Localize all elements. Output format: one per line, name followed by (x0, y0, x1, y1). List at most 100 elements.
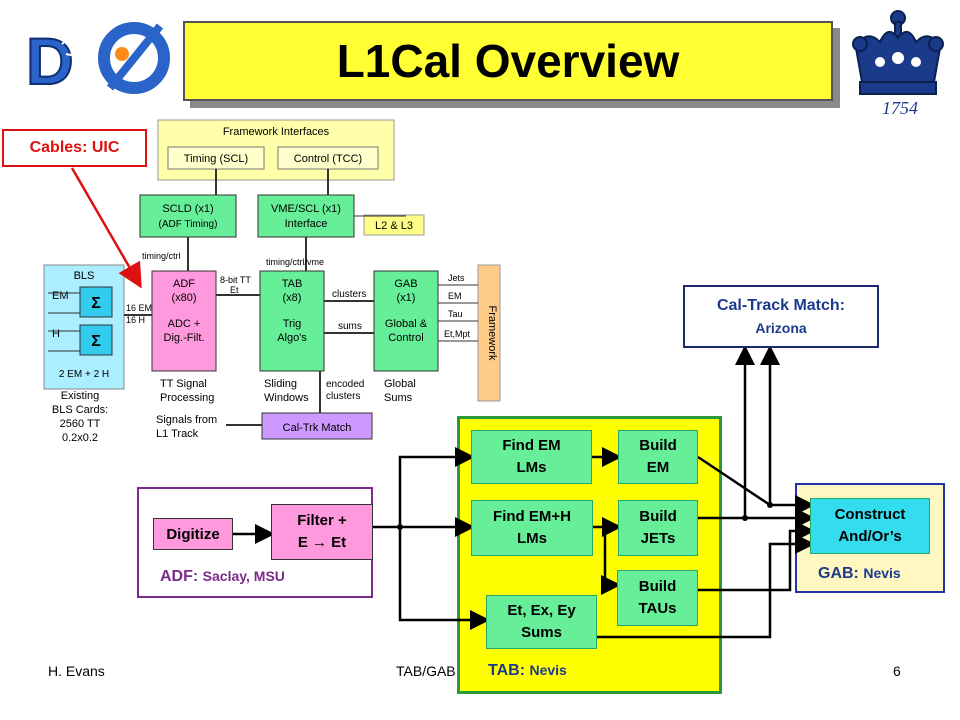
ov-tab-3: Trig (283, 318, 302, 330)
sums-block: Et, Ex, Ey Sums (486, 595, 597, 649)
build-taus-block: Build TAUs (617, 570, 698, 626)
build-em-line2: EM (646, 459, 670, 476)
build-jets-line2: JETs (640, 530, 676, 547)
ov-existing-3: 2560 TT (60, 418, 101, 430)
d0-logo: D (22, 14, 172, 100)
ov-eight-bit-2: Et (230, 285, 239, 295)
footer-author: H. Evans (48, 663, 105, 679)
svg-text:1754: 1754 (882, 98, 918, 118)
ov-output-etmpt: Et,Mpt (444, 329, 471, 339)
build-jets-block: Build JETs (618, 500, 698, 556)
footer-page: 6 (893, 663, 901, 679)
cal-track-title: Cal-Track Match: (716, 296, 846, 314)
ov-sliding-2: Windows (264, 392, 309, 404)
ov-adf-4: Dig.-Filt. (164, 332, 205, 344)
build-taus-line2: TAUs (638, 600, 677, 617)
filter-block: Filter + E → Et (271, 504, 373, 560)
ov-global-sums-1: Global (384, 378, 416, 390)
sums-line1: Et, Ex, Ey (507, 602, 576, 619)
ov-adf-2: (x80) (171, 292, 196, 304)
cables-callout-name: Cables: (29, 139, 88, 156)
find-emh-line1: Find EM+H (493, 508, 571, 525)
ov-existing-1: Existing (61, 390, 100, 402)
construct-line1: Construct (834, 506, 906, 523)
cal-track-callout: Cal-Track Match: Arizona (683, 285, 879, 348)
build-jets-line1: Build (639, 508, 677, 525)
cables-callout-org: UIC (91, 139, 120, 156)
ov-clusters: clusters (332, 289, 366, 300)
svg-text:D: D (26, 24, 74, 98)
ov-gab-4: Control (388, 332, 423, 344)
ov-timing: Timing (SCL) (184, 153, 248, 165)
tab-group-org: Nevis (529, 662, 567, 678)
gab-group-org: Nevis (863, 565, 901, 581)
footer-center: TAB/GAB (396, 663, 456, 679)
cal-track-org: Arizona (755, 319, 807, 336)
find-emh-block: Find EM+H LMs (471, 500, 593, 556)
adf-group-label: ADF: Saclay, MSU (160, 568, 285, 586)
find-em-block: Find EM LMs (471, 430, 592, 484)
build-em-line1: Build (639, 437, 677, 454)
find-em-line2: LMs (516, 459, 547, 476)
ov-existing-2: BLS Cards: (52, 404, 108, 416)
ov-output-tau: Tau (448, 309, 463, 319)
ov-tab-4: Algo's (277, 332, 307, 344)
tab-group-label: TAB: Nevis (488, 662, 567, 680)
ov-vme-2: Interface (285, 218, 328, 230)
ov-adf-1: ADF (173, 278, 195, 290)
ov-tt-signal-1: TT Signal (160, 378, 207, 390)
columbia-crown-logo: 1754 (846, 8, 950, 118)
ov-sixteen-2: 16 H (126, 315, 145, 325)
digitize-block: Digitize (153, 518, 233, 550)
ov-framework-interfaces: Framework Interfaces (223, 126, 330, 138)
build-taus-line1: Build (638, 578, 677, 595)
ov-bls: BLS (74, 270, 95, 282)
ov-sliding-1: Sliding (264, 378, 297, 390)
ov-tab-1: TAB (282, 278, 303, 290)
filter-block-line2: E → Et (297, 534, 347, 551)
ov-global-sums-2: Sums (384, 392, 413, 404)
find-emh-line2: LMs (517, 530, 547, 547)
ov-eight-bit-1: 8-bit TT (220, 275, 251, 285)
ov-h: H (52, 328, 60, 340)
overview-diagram: Framework Interfaces Timing (SCL) Contro… (43, 119, 501, 444)
build-em-block: Build EM (618, 430, 698, 484)
sums-line2: Sums (521, 624, 562, 641)
ov-framework-vertical: Framework (486, 305, 498, 361)
tab-group-name: TAB: (488, 662, 526, 679)
ov-l2l3: L2 & L3 (375, 220, 413, 232)
ov-timing-ctrl: timing/ctrl (142, 251, 181, 261)
ov-gab-2: (x1) (397, 292, 416, 304)
ov-existing-4: 0.2x0.2 (62, 432, 98, 444)
gab-group-label: GAB: Nevis (818, 565, 901, 583)
cables-arrow (70, 167, 142, 289)
ov-tt-signal-2: Processing (160, 392, 214, 404)
ov-sixteen-1: 16 EM (126, 303, 152, 313)
slide-title: L1Cal Overview (183, 21, 833, 101)
find-em-line1: Find EM (502, 437, 561, 454)
adf-group-org: Saclay, MSU (202, 568, 285, 584)
construct-line2: And/Or’s (838, 528, 902, 545)
ov-bls-bottom: 2 EM + 2 H (59, 369, 109, 380)
ov-encoded-2: clusters (326, 391, 360, 402)
ov-control: Control (TCC) (294, 153, 362, 165)
ov-tab-2: (x8) (283, 292, 302, 304)
adf-group-name: ADF: (160, 568, 199, 585)
ov-timing-ctrl-vme: timing/ctrl/vme (266, 257, 324, 267)
ov-signals-1: Signals from (156, 414, 217, 426)
ov-sigma-1: Σ (91, 295, 101, 312)
ov-sums: sums (338, 321, 362, 332)
ov-encoded-1: encoded (326, 379, 364, 390)
ov-gab-3: Global & (385, 318, 428, 330)
ov-gab-1: GAB (394, 278, 417, 290)
ov-cal-trk: Cal-Trk Match (283, 422, 352, 434)
construct-block: Construct And/Or’s (810, 498, 930, 554)
ov-signals-2: L1 Track (156, 428, 199, 440)
ov-output-jets: Jets (448, 273, 465, 283)
ov-scld-1: SCLD (x1) (162, 203, 213, 215)
ov-output-em: EM (448, 291, 462, 301)
ov-adf-3: ADC + (168, 318, 201, 330)
ov-scld-2: (ADF Timing) (159, 219, 218, 230)
filter-block-line1: Filter + (297, 512, 347, 529)
